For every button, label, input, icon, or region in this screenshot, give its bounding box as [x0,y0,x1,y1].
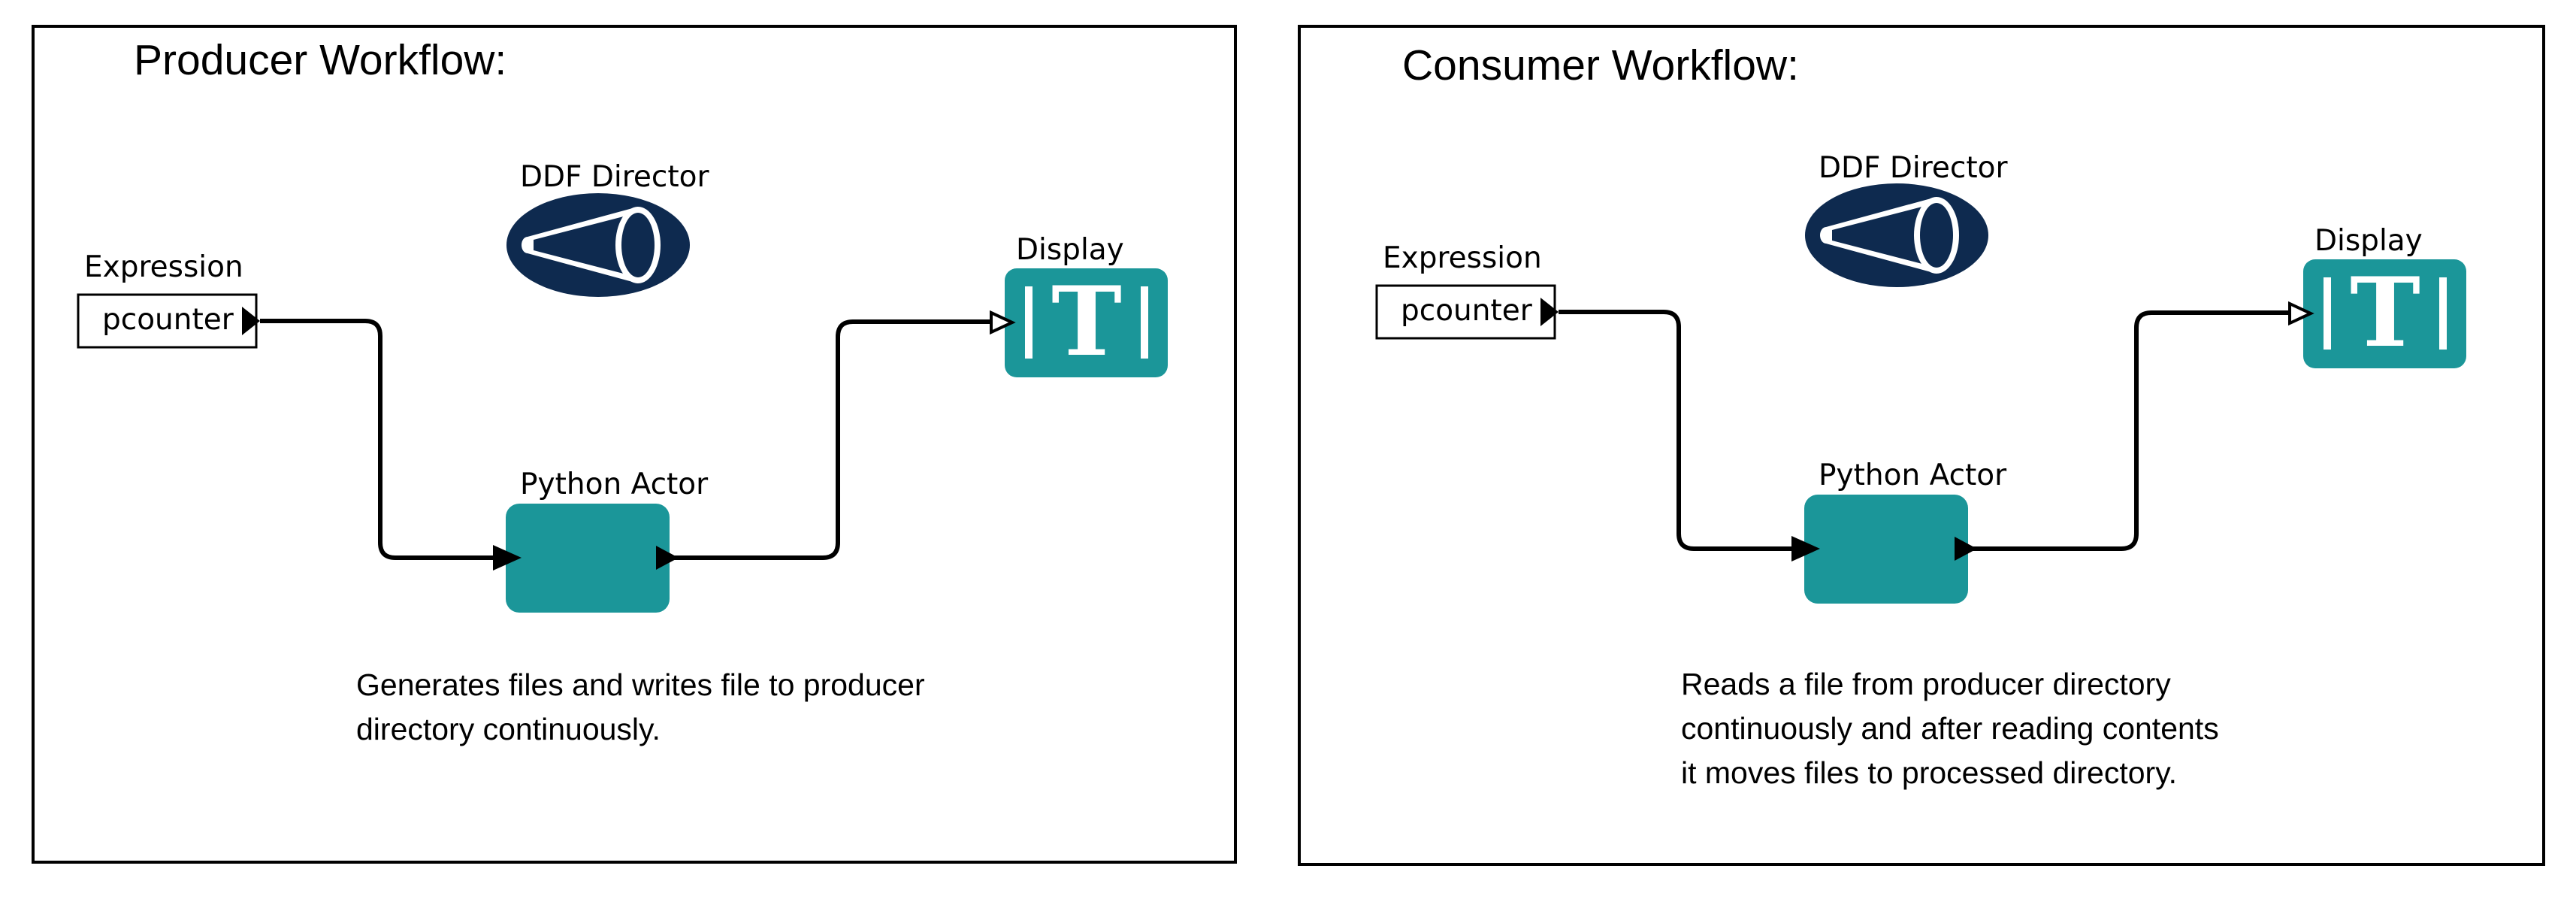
panel-title: Producer Workflow: [134,36,506,84]
panel-border [1298,25,2545,866]
workflow-description: Reads a file from producer directory con… [1681,667,2219,790]
consumer-panel: Consumer Workflow: DDF Director Expressi… [1298,25,2545,866]
output-port-icon[interactable] [1540,298,1559,326]
expression-label: Expression [1383,241,1542,275]
output-port-icon[interactable] [242,307,260,335]
display-label: Display [2314,224,2423,258]
description-line: Generates files and writes file to produ… [356,667,925,702]
text-display-icon: T [2350,257,2420,368]
connector-actor-to-display [673,319,993,560]
python-actor-label: Python Actor [520,468,709,501]
input-port-icon[interactable] [493,545,522,571]
input-port-icon[interactable] [990,310,1016,335]
director-label: DDF Director [520,160,710,194]
input-port-icon[interactable] [1791,536,1820,561]
description-line: Reads a file from producer directory [1681,667,2171,701]
producer-panel: Producer Workflow: DDF Director Expressi… [32,25,1237,864]
python-actor[interactable] [493,504,679,613]
output-port-icon[interactable] [1955,537,1977,561]
expression-value: pcounter [1401,294,1533,328]
description-line: directory continuously. [356,712,661,746]
display-actor[interactable]: T [2288,257,2466,368]
director-icon[interactable] [506,193,690,297]
connector-expression-to-actor [1559,310,1811,551]
display-actor[interactable]: T [990,266,1168,377]
panel-border [32,25,1237,864]
input-port-icon[interactable] [2288,301,2314,326]
display-label: Display [1016,233,1124,267]
description-line: it moves files to processed directory. [1681,755,2177,790]
expression-actor[interactable]: pcounter [77,293,260,349]
output-port-icon[interactable] [656,546,679,570]
connector-expression-to-actor [260,319,512,560]
connector-actor-to-display [1971,310,2292,551]
director-icon[interactable] [1805,183,1988,287]
expression-label: Expression [84,250,243,284]
description-line: continuously and after reading contents [1681,711,2219,746]
expression-actor[interactable]: pcounter [1375,284,1559,340]
panel-title: Consumer Workflow: [1402,41,1799,89]
workflow-description: Generates files and writes file to produ… [356,667,925,746]
director-label: DDF Director [1819,151,2009,185]
expression-value: pcounter [102,303,234,337]
python-actor-label: Python Actor [1819,459,2007,492]
python-actor[interactable] [1791,495,1977,604]
text-display-icon: T [1051,266,1122,377]
